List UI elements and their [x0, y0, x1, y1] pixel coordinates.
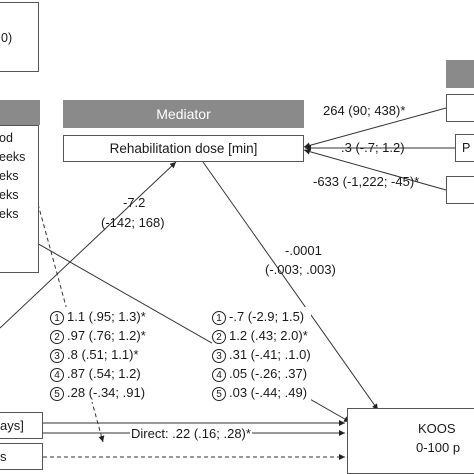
- outcome-box: KOOS 0-100 p: [347, 408, 474, 474]
- direct-effect-label: Direct: .22 (.16; .28)*: [130, 426, 252, 441]
- coef-right-mid: .3 (-.7; 1.2): [341, 140, 405, 155]
- b-path-coef: -.0001: [285, 243, 322, 258]
- top-left-box-text: 0): [1, 31, 13, 45]
- mediator-header: Mediator: [63, 100, 304, 128]
- right-input-box-3: [446, 176, 474, 204]
- arrow-dashed-diagonal: [37, 203, 105, 443]
- b-path-ci: (-.003; .003): [265, 262, 336, 277]
- effect-right-row: 3.31 (-.41; .1.0): [212, 345, 311, 364]
- bottom-left-row1-text: ays]: [0, 418, 24, 433]
- number-badge: 2: [212, 329, 226, 344]
- right-input-box-2: P: [455, 134, 474, 162]
- number-badge: 4: [50, 367, 64, 382]
- effect-left-value: 1.1 (.95; 1.3)*: [67, 309, 146, 324]
- mediator-label: Rehabilitation dose [min]: [109, 141, 258, 156]
- left-line-3: eks: [0, 169, 19, 183]
- left-line-4: eks: [0, 188, 19, 202]
- effect-left-row: 3.8 (.51; 1.1)*: [50, 345, 146, 364]
- mediator-box: Rehabilitation dose [min]: [63, 135, 304, 162]
- effect-right-value: .05 (-.26; .37): [229, 366, 308, 381]
- number-badge: 1: [212, 310, 226, 325]
- outcome-line-1: KOOS: [418, 421, 456, 436]
- effect-left-value: .97 (.76; 1.2)*: [67, 328, 146, 343]
- arrow-b-path: [202, 161, 379, 411]
- effect-left-row: 5.28 (-.34; .91): [50, 383, 146, 402]
- effect-right-value: .31 (-.41; .1.0): [229, 347, 311, 362]
- arrow-input3-to-mediator: [303, 148, 447, 191]
- number-badge: 5: [50, 386, 64, 401]
- outcome-line-2: 0-100 p: [416, 440, 461, 455]
- effect-left-value: .87 (.54; 1.2): [67, 366, 141, 381]
- effect-left-row: 4.87 (.54; 1.2): [50, 364, 146, 383]
- left-predictor-box: od eeks eks eks eks: [0, 125, 39, 273]
- left-line-1: od: [0, 131, 13, 145]
- number-badge: 3: [212, 348, 226, 363]
- arrow-input1-to-mediator: [303, 107, 447, 149]
- a-path-coef: -7.2: [123, 195, 146, 210]
- arrow-a-path: [0, 161, 177, 329]
- left-line-5: eks: [0, 207, 19, 221]
- left-header-bar: [0, 100, 40, 125]
- mediator-header-text: Mediator: [156, 106, 211, 122]
- right-input-box-1: [446, 94, 474, 122]
- effect-right-value: -.7 (-2.9; 1.5): [229, 309, 305, 324]
- effect-right-value: 1.2 (.43; 2.0)*: [229, 328, 308, 343]
- bottom-left-row2-text: s: [0, 449, 7, 464]
- effect-left-row: 2.97 (.76; 1.2)*: [50, 326, 146, 345]
- bottom-left-box-1: ays]: [0, 412, 43, 439]
- effect-right-value: .03 (-.44; .49): [229, 385, 308, 400]
- number-badge: 5: [212, 386, 226, 401]
- top-left-box: 0): [0, 2, 39, 72]
- bottom-left-box-2: s: [0, 443, 43, 470]
- effect-left-value: .8 (.51; 1.1)*: [67, 347, 139, 362]
- left-line-2: eeks: [0, 150, 26, 164]
- number-badge: 4: [212, 367, 226, 382]
- effect-right-row: 5.03 (-.44; .49): [212, 383, 311, 402]
- right-input-2-text: P: [462, 141, 471, 155]
- number-badge: 2: [50, 329, 64, 344]
- coef-right-bot: -633 (-1,222; -45)*: [313, 174, 420, 189]
- number-badge: 3: [50, 348, 64, 363]
- effect-right-row: 1-.7 (-2.9; 1.5): [212, 307, 311, 326]
- coef-right-top: 264 (90; 438)*: [323, 103, 406, 118]
- a-path-ci: (-142; 168): [101, 215, 165, 230]
- effect-left-value: .28 (-.34; .91): [67, 385, 146, 400]
- effect-right-row: 4.05 (-.26; .37): [212, 364, 311, 383]
- right-header-bar: [446, 60, 474, 88]
- number-badge: 1: [50, 310, 64, 325]
